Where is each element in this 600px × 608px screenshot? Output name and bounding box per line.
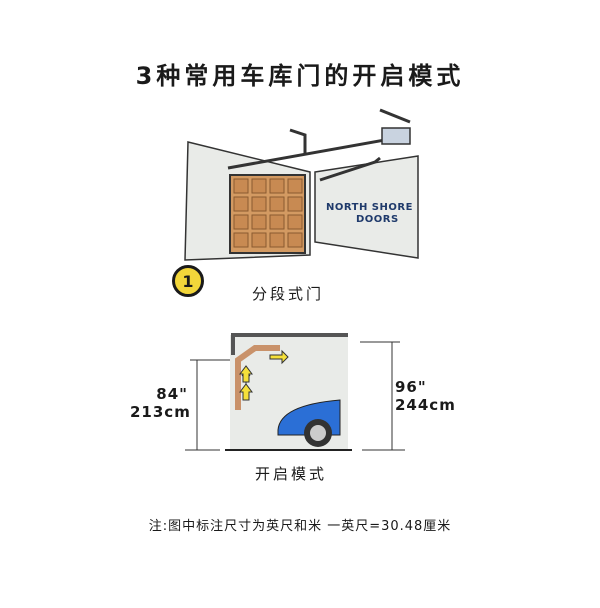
- footnote: 注:图中标注尺寸为英尺和米 一英尺=30.48厘米: [148, 519, 452, 534]
- logo-line2: DOORS: [356, 214, 399, 225]
- left-dimension: 84" 213cm: [130, 385, 191, 421]
- right-dim-cm: 244cm: [395, 396, 456, 414]
- logo-line1: NORTH SHORE: [326, 202, 413, 213]
- brand-logo: NORTH SHORE DOORS: [326, 202, 413, 226]
- section-number-badge: 1: [172, 265, 204, 297]
- left-dim-inches: 84": [156, 385, 188, 403]
- section-name: 分段式门: [252, 285, 325, 303]
- diagram-caption: 开启模式: [255, 465, 328, 483]
- page-title: 3种常用车库门的开启模式: [135, 62, 465, 90]
- garage-illustration: [184, 108, 419, 261]
- left-dim-cm: 213cm: [130, 403, 191, 421]
- right-dim-inches: 96": [395, 378, 427, 396]
- right-dimension: 96" 244cm: [395, 378, 456, 414]
- opening-mode-diagram: [185, 333, 405, 451]
